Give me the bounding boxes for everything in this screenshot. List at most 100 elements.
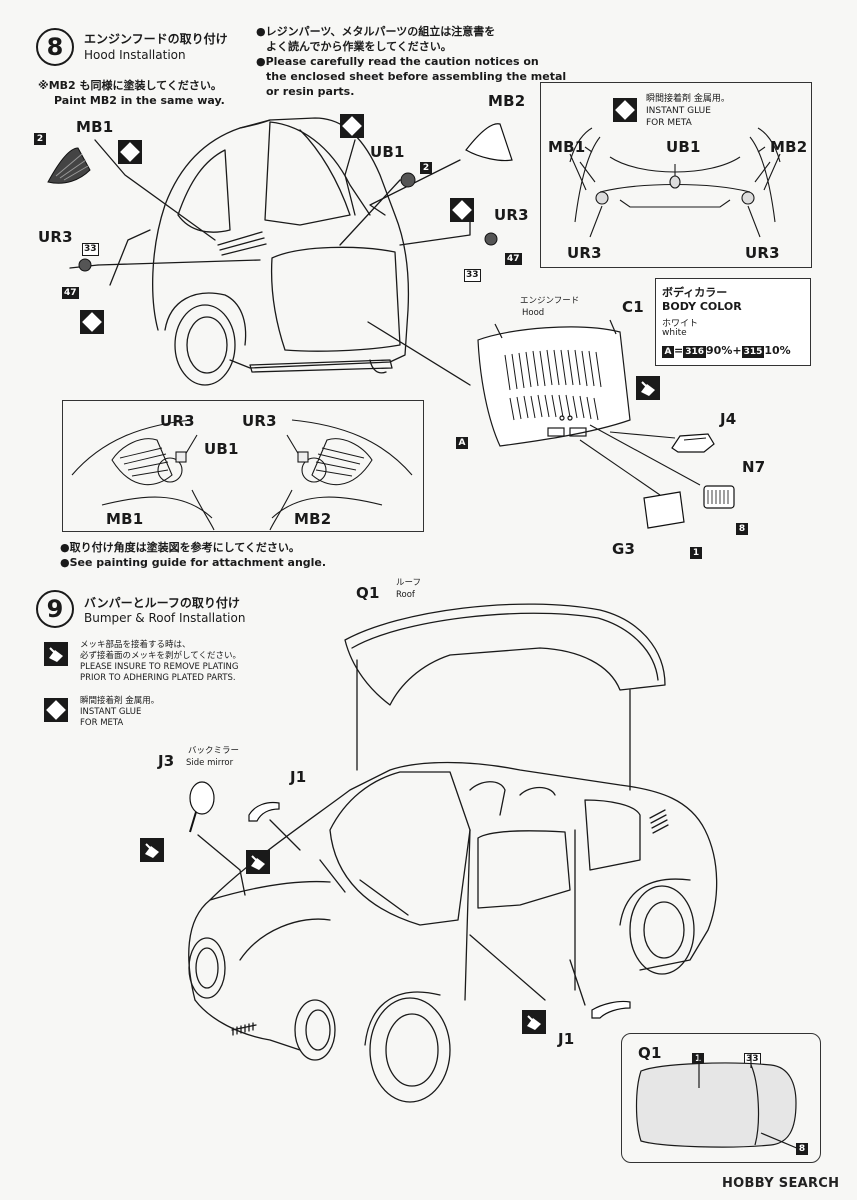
body-color-letter: A <box>662 346 674 358</box>
body-color-box <box>655 278 811 366</box>
plating-icon-j1-top <box>246 850 270 874</box>
detail-interior-drawing <box>569 127 781 238</box>
paint-316: 316 <box>683 346 707 358</box>
mb2-paint-note-jp: ※MB2 も同様に塗装してください。 <box>38 79 222 92</box>
body-color-color-jp: ホワイト <box>662 319 699 329</box>
plating-jp-2: 必ず接着面のメッキを剥がしてください。 <box>80 651 241 661</box>
badge-33-right: 33 <box>464 269 481 282</box>
badge-a-hood: A <box>456 430 468 449</box>
glue-legend-en2: FOR META <box>80 718 124 728</box>
label-mb2-top: MB2 <box>488 92 526 110</box>
step-9-title-jp: バンパーとルーフの取り付け <box>84 596 240 610</box>
body-color-title-jp: ボディカラー <box>662 286 728 299</box>
label-n7: N7 <box>742 458 766 476</box>
mb2-paint-note-en: Paint MB2 in the same way. <box>54 94 225 107</box>
mb1-part-drawing <box>47 147 91 184</box>
roof-detail-box <box>621 1033 821 1163</box>
instant-glue-icon-legend <box>44 698 68 722</box>
detail-vents-drawing <box>71 419 413 531</box>
detail-glue-en1: INSTANT GLUE <box>646 106 711 116</box>
instant-glue-icon-detail <box>613 98 637 122</box>
step-9-number: 9 <box>36 590 74 628</box>
label-ub1-main: UB1 <box>370 143 405 161</box>
badge-47-left: 47 <box>62 287 79 299</box>
caution-en-line1: ●Please carefully read the caution notic… <box>256 55 539 68</box>
detail-mb2: MB2 <box>294 510 332 528</box>
detail-ur3-left: UR3 <box>160 412 195 430</box>
detail-box-interior <box>540 82 812 268</box>
detail-label-ur3-right: UR3 <box>745 244 780 262</box>
label-c1: C1 <box>622 298 644 316</box>
ur3-right-part-drawing <box>484 232 498 246</box>
label-g3: G3 <box>612 540 636 558</box>
label-ur3-left: UR3 <box>38 228 73 246</box>
plating-icon-j1-bottom <box>522 1010 546 1034</box>
roof-detail-badge-8: 8 <box>796 1136 808 1155</box>
detail-label-mb2: MB2 <box>770 138 808 156</box>
detail-glue-en2: FOR META <box>646 118 692 128</box>
mirror-label-en: Side mirror <box>186 758 234 768</box>
caution-en-line2: the enclosed sheet before assembling the… <box>266 70 567 83</box>
roof-detail-q1: Q1 <box>638 1044 662 1062</box>
step-8-number: 8 <box>36 28 74 66</box>
plating-jp-1: メッキ部品を接着する時は、 <box>80 640 191 650</box>
caution-jp-line2: よく読んでから作業をしてください。 <box>266 40 452 53</box>
paint-315: 315 <box>741 346 765 358</box>
step-9-title-en: Bumper & Roof Installation <box>84 611 246 625</box>
detail-label-ub1: UB1 <box>666 138 701 156</box>
label-j1-top: J1 <box>290 768 307 786</box>
g3-part-drawing <box>643 491 685 529</box>
detail-ub1: UB1 <box>204 440 239 458</box>
plating-icon-hood <box>636 376 660 400</box>
angle-note-en: ●See painting guide for attachment angle… <box>60 556 327 569</box>
hood-label-jp: エンジンフード <box>520 296 580 306</box>
instant-glue-icon-d <box>80 310 104 334</box>
detail-label-mb1: MB1 <box>548 138 586 156</box>
n7-part-drawing <box>703 485 735 509</box>
plating-icon-legend <box>44 642 68 666</box>
roof-detail-badge-1: 1 <box>692 1046 704 1065</box>
plating-icon-mirror <box>140 838 164 862</box>
step-8-title-en: Hood Installation <box>84 48 186 62</box>
ub1-part-drawing <box>400 172 416 188</box>
detail-label-ur3-left: UR3 <box>567 244 602 262</box>
roof-label-jp: ルーフ <box>396 578 421 588</box>
instant-glue-icon-a <box>118 140 142 164</box>
detail-mb1: MB1 <box>106 510 144 528</box>
badge-8-n7: 8 <box>736 516 748 535</box>
glue-legend-jp: 瞬間接着剤 金属用。 <box>80 696 160 706</box>
instant-glue-icon-b <box>340 114 364 138</box>
body-color-title-en: BODY COLOR <box>662 300 742 313</box>
badge-1-g3: 1 <box>690 540 702 559</box>
label-j3: J3 <box>158 752 175 770</box>
badge-2-mb1: 2 <box>34 126 46 145</box>
j3-mirror-drawing <box>189 781 215 833</box>
mb2-part-drawing <box>465 123 513 162</box>
detail-glue-jp: 瞬間接着剤 金属用。 <box>646 94 730 104</box>
badge-33-left: 33 <box>82 243 99 256</box>
badge-47-right: 47 <box>505 253 522 265</box>
hood-c1-drawing <box>477 319 631 447</box>
detail-box-vents <box>62 400 424 532</box>
label-q1-roof: Q1 <box>356 584 380 602</box>
roof-detail-drawing <box>635 1053 800 1150</box>
caution-en-line3: or resin parts. <box>266 85 355 98</box>
caution-jp-line1: ●レジンパーツ、メタルパーツの組立は注意書を <box>256 25 496 38</box>
label-j4: J4 <box>720 410 737 428</box>
instant-glue-icon-c <box>450 198 474 222</box>
step-8-title-jp: エンジンフードの取り付け <box>84 32 228 46</box>
plating-en-2: PRIOR TO ADHERING PLATED PARTS. <box>80 673 236 683</box>
j1-top-part-drawing <box>248 801 280 822</box>
hood-label-en: Hood <box>522 308 545 318</box>
glue-legend-en1: INSTANT GLUE <box>80 707 142 717</box>
mirror-label-jp: バックミラー <box>188 746 240 756</box>
detail-ur3-right: UR3 <box>242 412 277 430</box>
label-mb1-top: MB1 <box>76 118 114 136</box>
label-ur3-right: UR3 <box>494 206 529 224</box>
j1-bottom-part-drawing <box>591 1000 631 1019</box>
ur3-left-part-drawing <box>78 258 92 272</box>
